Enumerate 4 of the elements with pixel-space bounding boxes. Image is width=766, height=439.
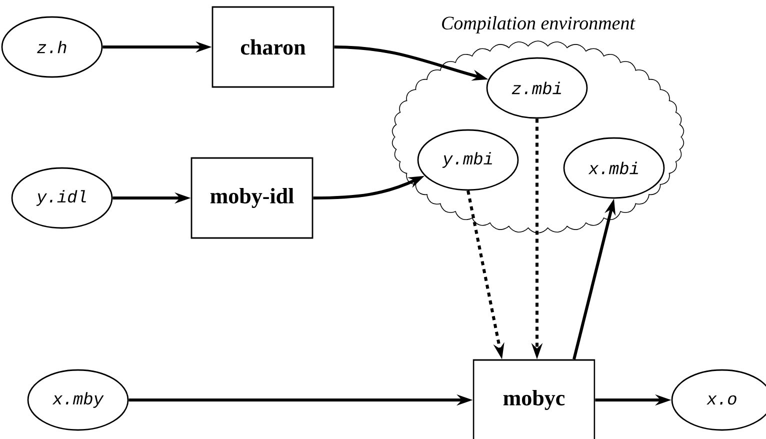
process-box: mobyc	[472, 359, 596, 439]
process-box: charon	[212, 6, 334, 88]
process-box: moby-idl	[190, 157, 314, 239]
node-label: Compilation environment	[442, 16, 636, 34]
